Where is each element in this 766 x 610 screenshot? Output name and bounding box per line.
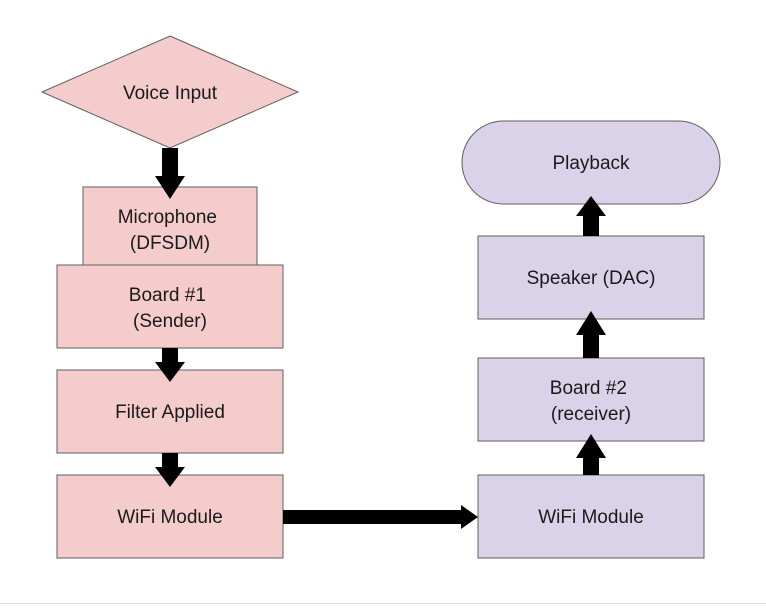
- arrow-board2-to-speaker: [576, 311, 606, 358]
- arrow-sender-wifi-to-receiver-wifi: [283, 505, 478, 529]
- microphone-line-2: (DFSDM): [130, 233, 210, 254]
- speaker-label: Speaker (DAC): [527, 268, 656, 289]
- board1-line-1: Board #1: [129, 285, 206, 306]
- arrow-speaker-to-playback: [576, 196, 606, 236]
- board2-line-1: Board #2: [550, 378, 627, 399]
- sender-wifi-label: WiFi Module: [117, 507, 223, 528]
- arrow-board1-to-filter: [155, 348, 185, 382]
- board1-box: [56, 264, 284, 349]
- board2-label: Board #2 (receiver): [550, 378, 632, 425]
- board1-label: Board #1 (Sender): [129, 285, 211, 332]
- board2-line-2: (receiver): [551, 404, 631, 425]
- microphone-line-1: Microphone: [118, 207, 217, 228]
- filter-label: Filter Applied: [115, 402, 225, 423]
- arrow-filter-to-wifi: [155, 453, 185, 487]
- playback-label: Playback: [552, 153, 630, 174]
- arrow-voice-to-microphone: [155, 148, 185, 199]
- board1-line-2: (Sender): [133, 311, 207, 332]
- receiver-wifi-label: WiFi Module: [538, 507, 644, 528]
- microphone-box: [82, 186, 258, 266]
- bottom-divider: [0, 603, 766, 604]
- speaker-box: [477, 235, 705, 320]
- voice-input-label: Voice Input: [123, 83, 218, 104]
- microphone-label: Microphone (DFSDM): [118, 207, 223, 254]
- board2-box: [477, 357, 705, 442]
- receiver-wifi-box: [477, 474, 705, 559]
- arrow-receiver-wifi-to-board2: [576, 434, 606, 475]
